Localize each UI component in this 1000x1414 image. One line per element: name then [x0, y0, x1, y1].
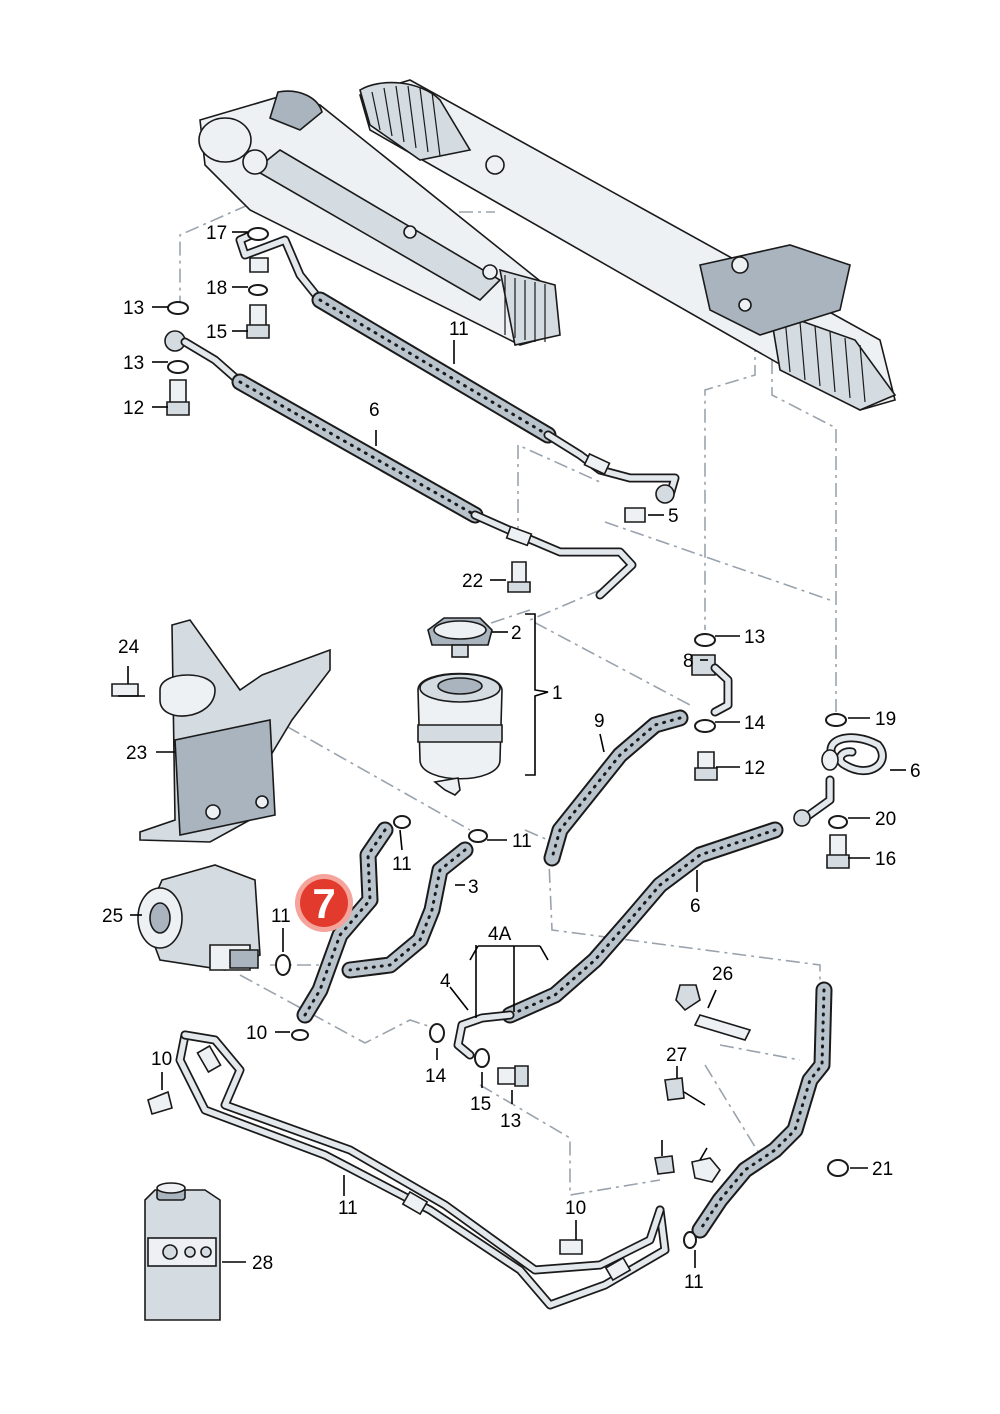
callout-26: 28	[252, 1253, 273, 1274]
callout-10: 13	[500, 1111, 521, 1132]
callout-10: 12	[744, 758, 765, 779]
callout-21: 23	[126, 743, 147, 764]
callout-11: 13	[123, 298, 144, 319]
callout-19: 21	[872, 1159, 893, 1180]
callout-6: 6	[369, 400, 380, 421]
callout-15: 11	[684, 1272, 704, 1293]
callout-11: 14	[744, 713, 766, 734]
callout-24: 26	[712, 964, 733, 985]
callout-15: 10	[246, 1023, 267, 1044]
callout-13: 20	[875, 809, 896, 830]
callout-12: 16	[875, 849, 896, 870]
steering-rack-right	[359, 79, 897, 411]
callout-3: 3	[468, 877, 479, 898]
callout-13: 17	[206, 223, 227, 244]
guide-lines	[179, 204, 837, 1196]
callout-11: 13	[744, 627, 765, 648]
callout-17: 11	[512, 831, 532, 852]
oil-container	[144, 1182, 221, 1321]
callouts: 17 18 15 13 13 12 11 6 5 22 2 1 24 23 13…	[102, 223, 921, 1293]
callout-6: 9	[594, 711, 605, 732]
return-hose-3	[341, 829, 488, 979]
pressure-hose-6-middle	[543, 709, 689, 867]
fittings-upper-left	[166, 227, 646, 593]
callout-11: 15	[470, 1094, 491, 1115]
callout-4: 4	[440, 971, 451, 992]
callout-22: 24	[118, 637, 140, 658]
callout-13: 19	[875, 709, 896, 730]
callout-13: 18	[206, 278, 227, 299]
highlight-marker-label: 7	[312, 880, 335, 927]
reservoir	[417, 617, 503, 796]
pipe-assembly-right	[429, 633, 887, 1087]
leader-lines	[118, 231, 906, 1268]
pump	[137, 864, 291, 976]
steering-rack-left	[198, 90, 561, 346]
pressure-pipe-9	[235, 227, 680, 504]
callout-5: 6	[910, 761, 921, 782]
callout-16: 11	[392, 854, 412, 875]
callout-8: 11	[338, 1198, 358, 1219]
callout-4A: 4A	[488, 924, 512, 945]
callout-23: 25	[102, 906, 123, 927]
callout-14: 10	[565, 1198, 586, 1219]
pressure-pipe-6-upper	[164, 330, 637, 600]
bracket	[111, 619, 331, 843]
callout-11: 14	[425, 1066, 447, 1087]
callout-11: 13	[123, 353, 144, 374]
callout-2: 2	[511, 623, 522, 644]
callout-10: 12	[123, 398, 144, 419]
callout-20: 22	[462, 571, 483, 592]
highlight-marker-circle	[300, 879, 348, 927]
small-clips	[654, 984, 752, 1183]
callout-18: 11	[271, 906, 291, 927]
cooler-pipes-8	[147, 1030, 670, 1310]
callout-25: 27	[666, 1045, 687, 1066]
return-hose-right	[683, 981, 849, 1249]
callout-9: 11	[449, 319, 469, 340]
callout-12: 15	[206, 322, 227, 343]
highlight-marker[interactable]: 7	[295, 874, 353, 932]
callout-5: 5	[668, 506, 679, 527]
callout-14: 10	[151, 1049, 172, 1070]
callout-6: 8	[683, 651, 694, 672]
suction-hose-7	[291, 815, 411, 1041]
callout-1: 1	[552, 683, 563, 704]
callout-5: 6	[690, 896, 701, 917]
